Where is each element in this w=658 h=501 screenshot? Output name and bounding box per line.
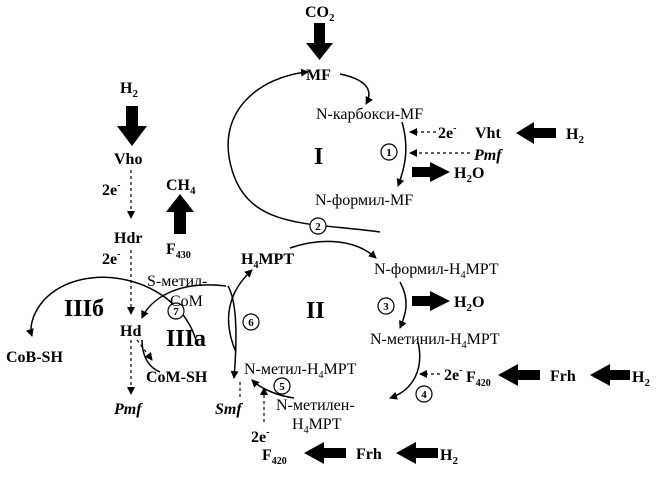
h2-vho-arrow [117,106,147,146]
electrons-bottom: 2e- [251,427,269,446]
vho-label: Vho [114,151,142,168]
co2-input-arrow [306,23,333,60]
stage-iiib-label: IIIб [64,296,104,322]
cob-sh-label: CoB-SH [6,349,63,366]
frh-f420-bottom-arrow [304,442,346,464]
pmf-top-label: Pmf [473,147,503,164]
frh-right-label: Frh [550,368,576,385]
cycle-arc-top [339,73,373,105]
h4mpt-label: H4MPT [241,251,294,271]
step7-arrow [141,284,227,319]
co2-label: CO2 [305,4,335,24]
step-2-marker: 2 [309,217,327,235]
electrons-left-1: 2e- [102,180,120,199]
electrons-left-2: 2e- [102,249,120,268]
cycle-arc-iiib [25,276,197,341]
hdr-label: Hdr [114,230,142,247]
h2-frh-right-arrow [590,364,630,386]
frh-bottom-label: Frh [356,446,382,463]
electrons-right: 2e- [444,365,462,384]
n-methylene-label: N-метилен- [276,397,355,414]
ch4-label: CH4 [166,177,196,197]
smf-label: Smf [215,401,243,418]
hd-to-comsh [141,339,161,373]
pmf-bottom-label: Pmf [113,401,143,418]
h2o-1-label: H2O [454,165,484,185]
h2-frh-bottom-arrow [396,442,438,464]
svg-text:5: 5 [279,381,285,393]
h2o-2-label: H2O [454,294,484,314]
h2o-output-arrow-2 [412,291,450,311]
step-6-marker: 6 [242,313,260,331]
f420-right-label: F420 [466,369,491,389]
step1-arrow [396,121,407,187]
hd-side-dash [136,339,153,361]
frh-f420-right-arrow [498,364,540,386]
com-sh-label: CoM-SH [146,369,208,386]
h2-left-label: H2 [120,80,138,100]
n-formyl-mf-label: N-формил-MF [315,192,413,209]
step6-arc [227,269,253,353]
svg-text:6: 6 [248,317,254,329]
svg-text:2: 2 [315,221,321,233]
stage-i-label: I [314,144,323,170]
com-label: CoM [170,293,203,310]
hd-label: Hd [120,323,141,340]
step3-arrow [399,281,407,329]
n-formyl-h4mpt-label: N-формил-H4MPT [374,261,499,281]
step-4-marker: 4 [415,385,433,403]
stage-iiia-label: IIIa [166,326,206,352]
h2-vht-label: H2 [566,126,584,146]
n-methylene-h4mpt-label: H4MPT [292,416,342,436]
step6-return [227,285,239,379]
f420-bottom-label: F420 [262,447,287,467]
step4-arrow [389,341,421,400]
n-methyl-h4mpt-label: N-метил-H4MPT [244,361,357,381]
ch4-output-arrow [166,194,194,234]
svg-text:4: 4 [421,389,427,401]
electrons-vht-label: 2e- [438,123,456,142]
h2o-output-arrow-1 [412,162,450,182]
n-methenyl-label: N-метинил-H4MPT [370,331,500,351]
svg-text:3: 3 [383,301,389,313]
step-5-marker: 5 [273,377,291,395]
n-carboxy-mf-label: N-карбокси-MF [316,106,423,123]
svg-text:7: 7 [173,306,179,318]
step-1-marker: 1 [380,143,398,161]
step5-arrow [251,379,295,399]
f430-label: F430 [166,241,191,261]
step-7-marker: 7 [167,302,185,320]
step2-arc [289,240,377,259]
h2-right-label: H2 [632,369,650,389]
h2-bottom-label: H2 [440,447,458,467]
step-3-marker: 3 [377,297,395,315]
vht-label: Vht [475,125,501,142]
svg-text:1: 1 [386,147,392,159]
stage-ii-label: II [306,298,325,324]
mf-label: MF [306,67,331,84]
s-methyl-label: S-метил- [147,273,207,290]
vht-h2-arrow [516,122,556,144]
